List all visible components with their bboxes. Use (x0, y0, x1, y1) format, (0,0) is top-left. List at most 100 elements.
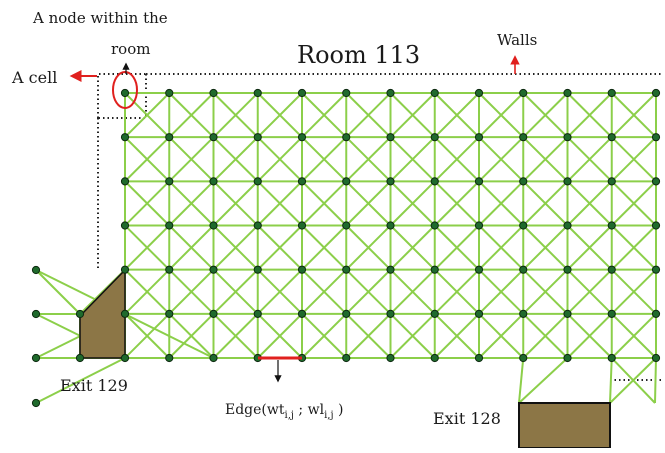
graph-node (254, 89, 261, 96)
exit-129-label: Exit 129 (60, 376, 128, 395)
edge-label-sub2: i,j (324, 410, 333, 421)
graph-edge (519, 358, 523, 403)
graph-node (608, 310, 615, 317)
graph-edge (655, 358, 656, 403)
graph-node (166, 89, 173, 96)
graph-node (121, 310, 128, 317)
graph-node (520, 310, 527, 317)
graph-node (387, 222, 394, 229)
graph-node (652, 134, 659, 141)
graph-node (343, 89, 350, 96)
graph-node (32, 399, 39, 406)
graph-node (343, 354, 350, 361)
graph-node (210, 222, 217, 229)
graph-node (652, 178, 659, 185)
graph-node (431, 266, 438, 273)
wall-top-left (98, 74, 146, 118)
graph-node (121, 354, 128, 361)
graph-node (121, 266, 128, 273)
graph-node (652, 222, 659, 229)
edge-label-suffix: ) (334, 402, 344, 418)
graph-node (431, 89, 438, 96)
exit-128-area (519, 403, 610, 448)
graph-node (210, 354, 217, 361)
graph-node (210, 266, 217, 273)
graph-node (343, 134, 350, 141)
graph-node (210, 310, 217, 317)
graph-node (254, 178, 261, 185)
graph-node (298, 222, 305, 229)
graph-node (298, 266, 305, 273)
graph-node (475, 89, 482, 96)
graph-node (343, 266, 350, 273)
graph-node (431, 310, 438, 317)
graph-node (298, 178, 305, 185)
graph-node (520, 266, 527, 273)
graph-node (608, 222, 615, 229)
graph-node (652, 354, 659, 361)
graph-node (475, 178, 482, 185)
graph-node (431, 354, 438, 361)
graph-node (475, 354, 482, 361)
graph-node (520, 89, 527, 96)
graph-edge (519, 358, 568, 403)
graph-node (166, 266, 173, 273)
edge-label-sub1: i,j (285, 410, 294, 421)
walls (98, 74, 662, 380)
graph-node (431, 222, 438, 229)
graph-node (166, 222, 173, 229)
graph-node (608, 354, 615, 361)
graph-node (298, 310, 305, 317)
graph-node (166, 310, 173, 317)
node-label-line1: A node within the (32, 9, 168, 27)
graph-node (387, 310, 394, 317)
graph-node (564, 266, 571, 273)
graph-node (475, 134, 482, 141)
graph-node (431, 134, 438, 141)
graph-node (387, 178, 394, 185)
cell-label: A cell (11, 68, 57, 87)
graph-node (564, 134, 571, 141)
graph-node (121, 134, 128, 141)
graph-edge (610, 358, 612, 403)
graph-node (166, 178, 173, 185)
graph-node (475, 310, 482, 317)
graph-node (121, 222, 128, 229)
graph-node (387, 89, 394, 96)
edge-label-mid: ; wl (294, 402, 325, 418)
graph-node (32, 354, 39, 361)
graph-node (431, 178, 438, 185)
graph-edge (36, 270, 80, 314)
graph-node (520, 134, 527, 141)
graph-node (343, 310, 350, 317)
graph-node (32, 310, 39, 317)
graph-node (166, 134, 173, 141)
graph-node (387, 266, 394, 273)
graph-node (475, 266, 482, 273)
graph-node (32, 266, 39, 273)
node-label-line2: room (111, 40, 150, 58)
graph-node (652, 89, 659, 96)
walls-label: Walls (497, 31, 537, 49)
graph-node (76, 310, 83, 317)
graph-node (254, 310, 261, 317)
graph-node (564, 354, 571, 361)
graph-node (343, 178, 350, 185)
graph-node (475, 222, 482, 229)
graph-node (254, 266, 261, 273)
exit-128-label: Exit 128 (433, 409, 501, 428)
graph-node (166, 354, 173, 361)
graph-node (210, 89, 217, 96)
edge-label-prefix: Edge(wt (225, 402, 285, 418)
graph-node (564, 310, 571, 317)
graph-node (298, 134, 305, 141)
graph-node (121, 178, 128, 185)
edge-label: Edge(wti,j ; wli,j ) (225, 402, 343, 421)
graph-node (210, 134, 217, 141)
wall-cell-box (98, 74, 146, 118)
graph-node (210, 178, 217, 185)
graph-node (76, 354, 83, 361)
graph-node (564, 178, 571, 185)
graph-node (254, 134, 261, 141)
